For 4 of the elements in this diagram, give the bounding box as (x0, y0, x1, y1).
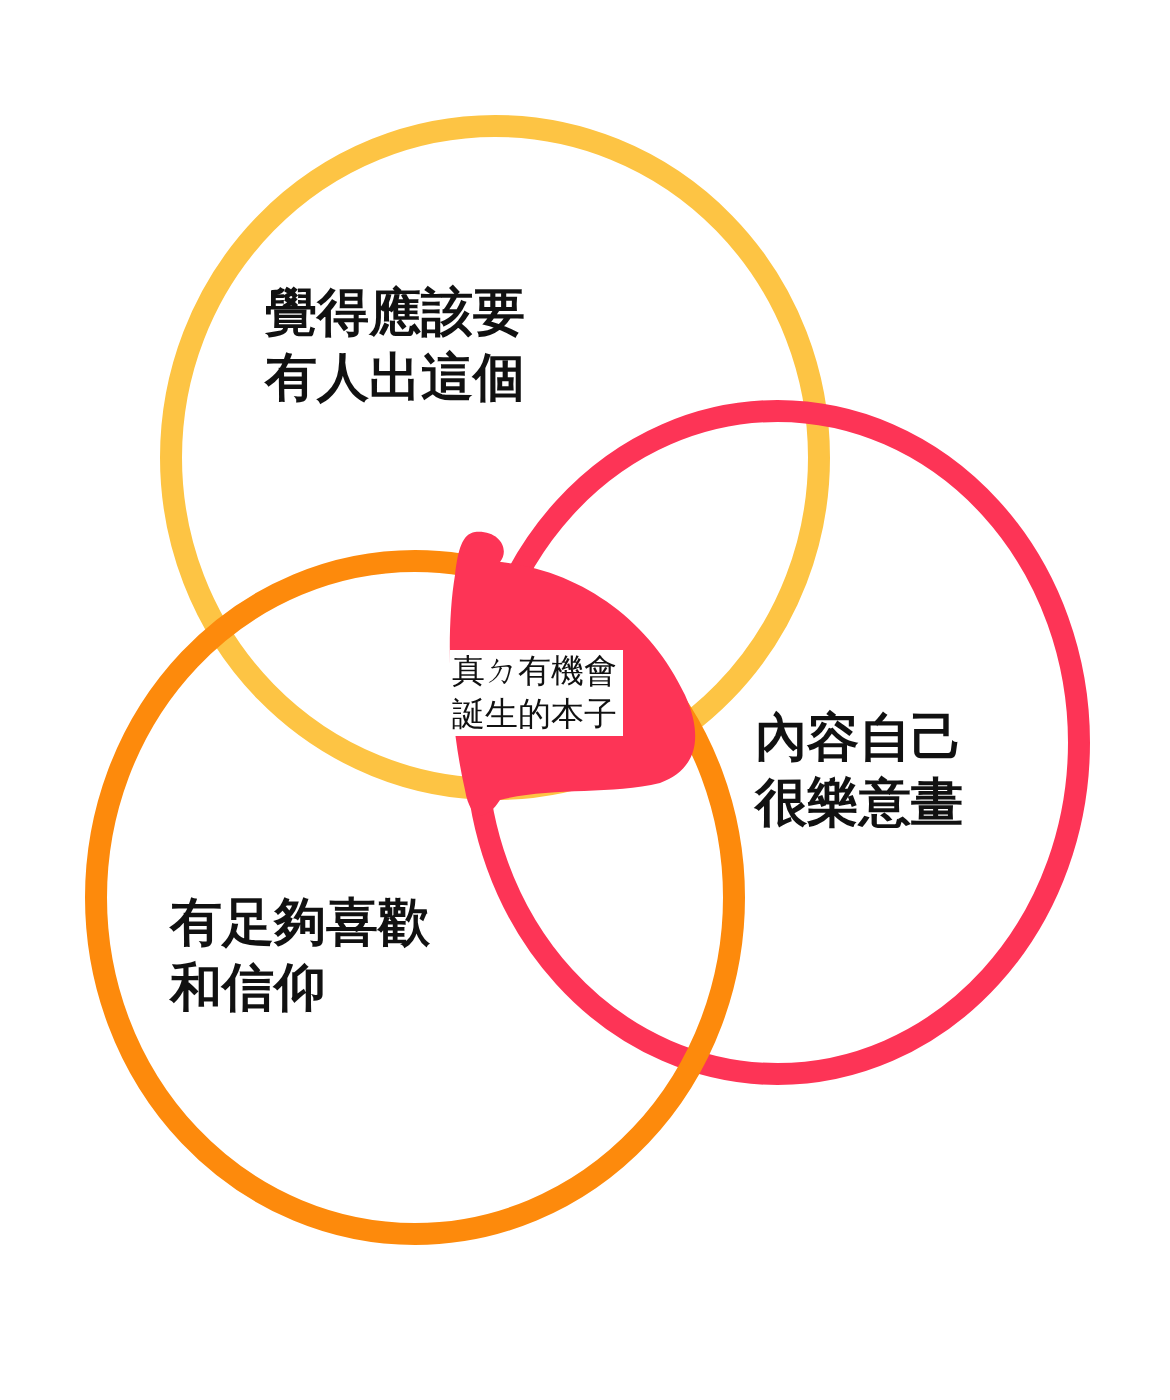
circle-label: 內容自己很樂意畫 (755, 706, 964, 834)
circle-label: 有足夠喜歡和信仰 (170, 891, 431, 1019)
intersection-label: 真ㄉ有機會誕生的本子 (450, 650, 623, 736)
circle-label: 覺得應該要有人出這個 (265, 281, 526, 409)
